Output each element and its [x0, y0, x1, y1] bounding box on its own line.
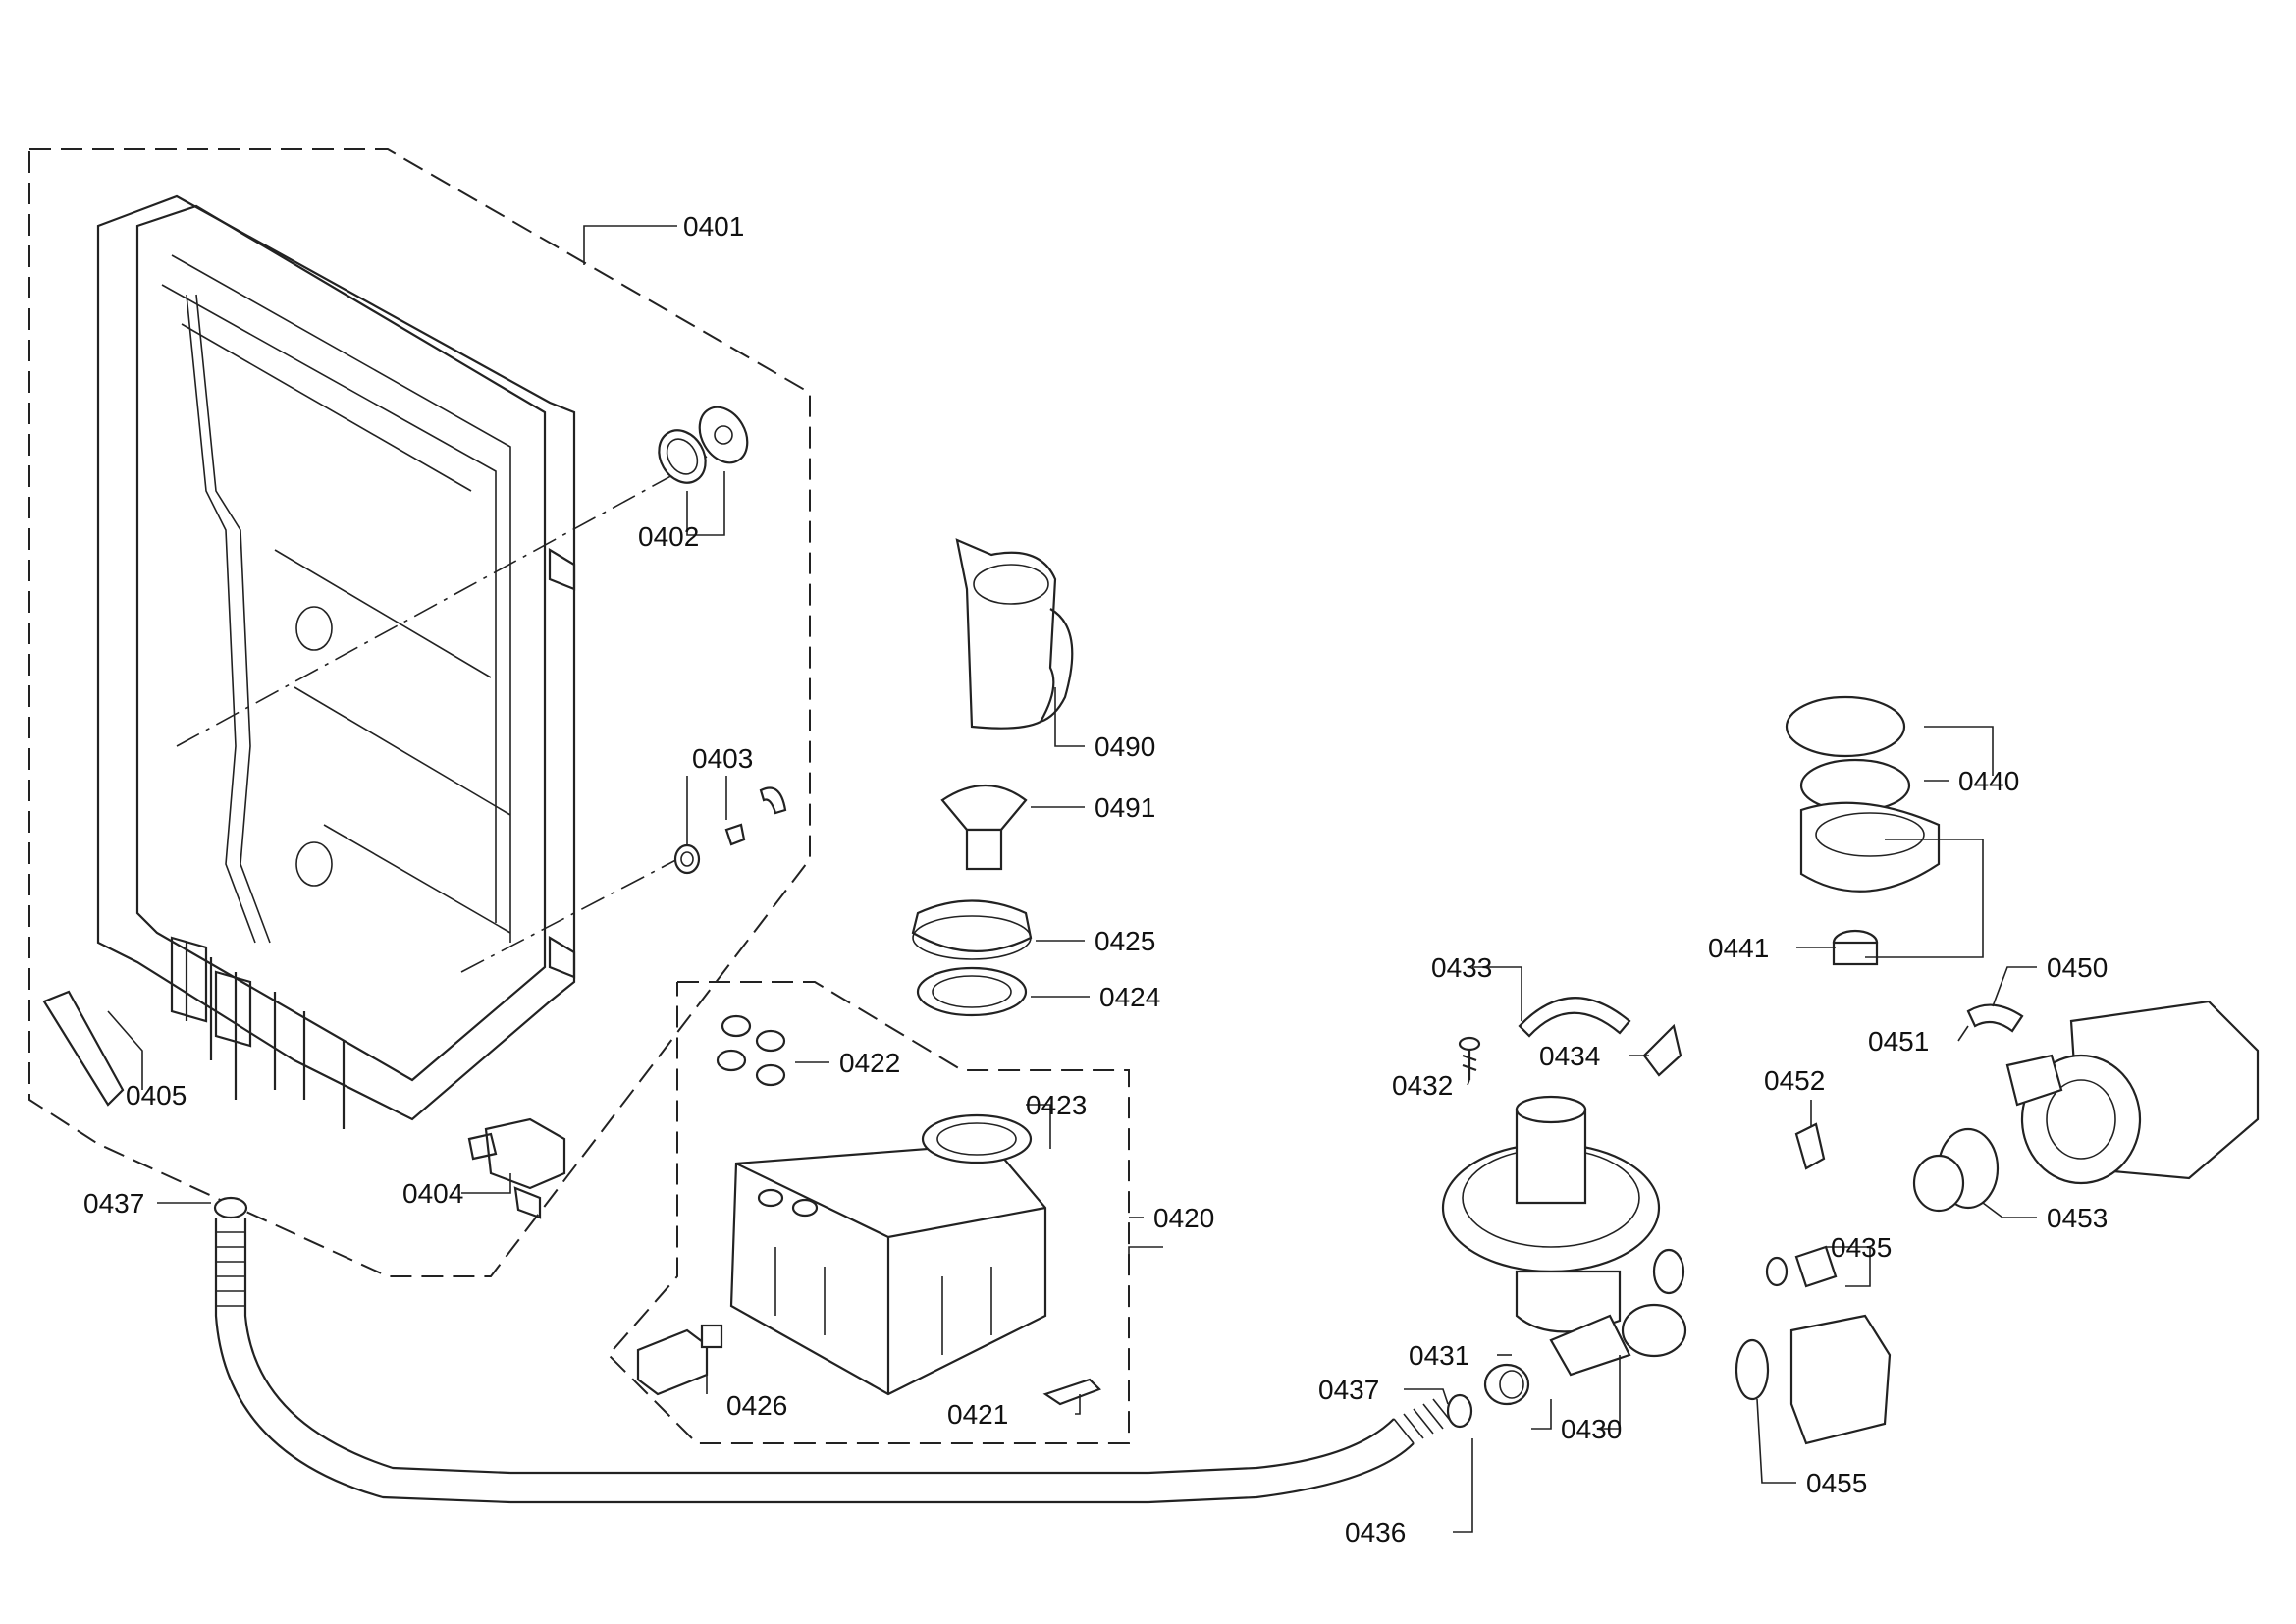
label-0424: 0424 — [1099, 982, 1160, 1012]
label-0432: 0432 — [1392, 1070, 1453, 1101]
clip-part — [673, 786, 787, 875]
hose-clamp-right — [1446, 1393, 1473, 1429]
axis-line-door-2 — [460, 853, 688, 973]
label-0455: 0455 — [1806, 1468, 1867, 1498]
label-0453: 0453 — [2047, 1203, 2108, 1233]
small-clip-part — [1642, 1023, 1682, 1077]
handle-part — [42, 990, 125, 1107]
pump-motor-part — [2005, 1000, 2260, 1185]
group-outline-dispenser-assembly — [607, 981, 1130, 1444]
part-labels: 0401 0402 0403 0404 0405 0437 0437 0490 … — [83, 211, 2108, 1547]
arc-seal-part — [1518, 997, 1631, 1038]
impeller-part — [1832, 929, 1879, 966]
drain-hose-right — [1148, 1418, 1415, 1504]
cap-part — [911, 899, 1033, 960]
ring-part — [916, 966, 1028, 1017]
heater-cover-part — [1785, 695, 1941, 893]
label-0402: 0402 — [638, 521, 699, 552]
label-0421: 0421 — [947, 1399, 1008, 1430]
drain-pump-part — [1735, 1314, 1892, 1445]
filter-cup-part — [940, 784, 1028, 871]
group-outline-door-assembly — [28, 148, 811, 1277]
hose-clamp-left — [213, 1196, 248, 1219]
label-0435: 0435 — [1831, 1232, 1892, 1263]
dispenser-housing-part — [729, 1113, 1047, 1396]
label-0440: 0440 — [1958, 766, 2019, 796]
label-0451: 0451 — [1868, 1026, 1929, 1056]
label-0491: 0491 — [1095, 792, 1155, 823]
seal-ring-part — [658, 406, 749, 484]
sump-part — [1441, 1095, 1687, 1377]
nut-part — [1483, 1363, 1530, 1406]
label-0430: 0430 — [1561, 1414, 1622, 1444]
clip-small-part — [1042, 1378, 1101, 1406]
drain-hose-middle — [510, 1471, 1148, 1504]
drain-hose-left — [214, 1218, 511, 1504]
label-0433: 0433 — [1431, 952, 1492, 983]
inlet-valve-part — [467, 1117, 566, 1219]
label-0452: 0452 — [1764, 1065, 1825, 1096]
pump-clamp-part — [1966, 1003, 2024, 1033]
label-0450: 0450 — [2047, 952, 2108, 983]
label-0441: 0441 — [1708, 933, 1769, 963]
label-0401: 0401 — [683, 211, 744, 242]
hose-corrugation — [216, 1231, 245, 1307]
label-0437-left: 0437 — [83, 1188, 144, 1218]
leader-lines — [107, 225, 2037, 1533]
label-0423: 0423 — [1026, 1090, 1087, 1120]
funnel-part — [955, 538, 1074, 730]
level-sensor-part — [1765, 1245, 1838, 1288]
label-0490: 0490 — [1095, 731, 1155, 762]
label-0431: 0431 — [1409, 1340, 1469, 1371]
label-0436: 0436 — [1345, 1517, 1406, 1547]
label-0403: 0403 — [692, 743, 753, 774]
hose-corrugation-right — [1393, 1398, 1454, 1444]
label-0437-right: 0437 — [1318, 1375, 1379, 1405]
label-0420: 0420 — [1153, 1203, 1214, 1233]
label-0425: 0425 — [1095, 926, 1155, 956]
screw-part — [1458, 1036, 1481, 1080]
sensor-part — [636, 1324, 723, 1396]
axis-line-door — [176, 456, 708, 747]
label-0426: 0426 — [726, 1390, 787, 1421]
label-0422: 0422 — [839, 1048, 900, 1078]
pump-adapter-part — [1912, 1127, 2000, 1213]
label-0434: 0434 — [1539, 1041, 1600, 1071]
pump-clip-part — [1794, 1122, 1826, 1170]
label-0404: 0404 — [402, 1178, 463, 1209]
door-panel — [96, 194, 576, 1129]
label-0405: 0405 — [126, 1080, 187, 1110]
seals-set-part — [716, 1014, 786, 1087]
drain-hose-left-inner — [243, 1218, 511, 1475]
